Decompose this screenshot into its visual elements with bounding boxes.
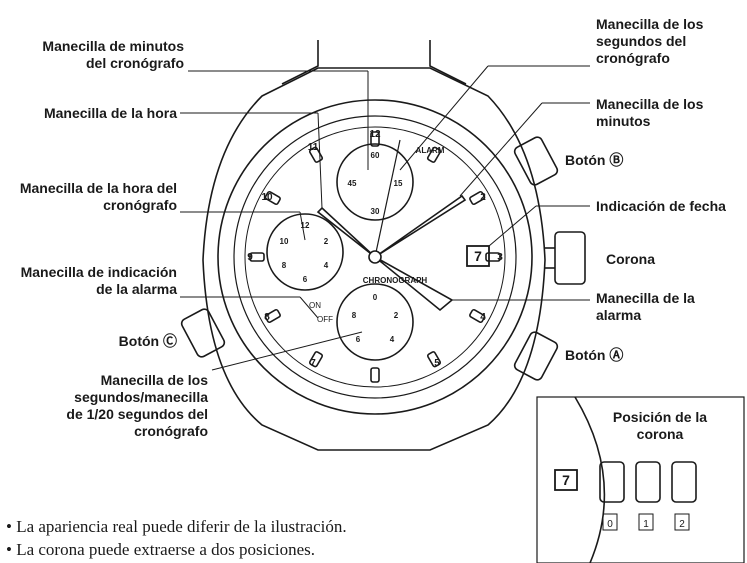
label-hour-hand: Manecilla de la hora (43, 105, 177, 121)
label-alarm-indicator-hand: Manecilla de indicación de la alarma (20, 264, 177, 297)
left-subdial-number: 6 (303, 275, 308, 284)
label-chrono-hour-hand: Manecilla de la hora del cronógrafo (19, 180, 177, 213)
top-subdial-number: 45 (348, 179, 357, 188)
dial-number: 11 (308, 142, 319, 153)
label-alarm-hand: Manecilla de la alarma (596, 290, 695, 323)
bottom-subdial-number: 6 (356, 335, 361, 344)
hour-hand-shape (316, 206, 376, 258)
off-label: OFF (317, 315, 333, 324)
label-button-b: Botón Ⓑ (565, 152, 624, 168)
hour-marker (426, 146, 442, 163)
inset-date-value: 7 (562, 472, 570, 488)
dial-number: 10 (261, 192, 273, 203)
label-date-indication: Indicación de fecha (596, 198, 726, 214)
dial-number: 7 (310, 358, 316, 369)
leader-chrono-second (211, 331, 363, 371)
top-subdial-number: 15 (394, 179, 403, 188)
bottom-subdial-number: 0 (373, 293, 378, 302)
note-appearance: • La apariencia real puede diferir de la… (6, 517, 347, 536)
subdial-top (336, 143, 414, 221)
crown-shape (554, 231, 586, 285)
dial-chrono-text: CHRONOGRAPH (363, 276, 428, 285)
label-button-c: Botón Ⓒ (118, 333, 177, 349)
hour-marker (264, 190, 281, 206)
dial-date-value: 7 (474, 248, 482, 264)
lug-top-right (429, 40, 467, 85)
button-b-shape (513, 136, 559, 186)
on-label: ON (309, 301, 321, 310)
dial-number: 8 (264, 312, 270, 323)
top-subdial-number: 60 (371, 151, 380, 160)
dial-alarm-text: ALARM (416, 146, 445, 155)
crown-pos-0 (599, 461, 625, 503)
lug-top-left (281, 40, 319, 85)
bezel-outer (217, 99, 533, 415)
label-chrono-seconds-top: Manecilla de los segundos del cronógrafo (596, 16, 704, 66)
hour-marker (370, 131, 380, 147)
inset-title: Posición de la corona (612, 409, 708, 442)
alarm-hand-shape (374, 256, 454, 312)
crown-position-number: 2 (679, 519, 685, 530)
bezel-inner (233, 115, 517, 399)
label-chrono-second-hand: Manecilla de los segundos/manecilla de 1… (66, 372, 208, 439)
dial-number: 12 (369, 129, 381, 140)
subdial-left (266, 213, 344, 291)
note-crown: • La corona puede extraerse a dos posici… (6, 540, 315, 559)
top-subdial-number: 30 (371, 207, 380, 216)
chrono-second-hand-shape (374, 139, 401, 258)
button-a-shape (513, 331, 559, 381)
inset-case-arc (574, 396, 606, 563)
inset-frame (536, 396, 745, 563)
crown-pos-2 (671, 461, 697, 503)
subdial-bottom (336, 283, 414, 361)
bottom-subdial-number: 2 (394, 311, 399, 320)
watch-case (202, 67, 546, 451)
hour-marker (264, 308, 281, 324)
hour-marker (485, 252, 501, 262)
crown-position-number: 1 (643, 519, 649, 530)
dial-number: 5 (434, 358, 440, 369)
minute-hand-shape (374, 194, 467, 258)
left-subdial-number: 2 (324, 237, 329, 246)
bottom-subdial-number: 8 (352, 311, 357, 320)
crown-pos-1 (635, 461, 661, 503)
left-subdial-number: 10 (280, 237, 289, 246)
hour-marker (426, 351, 442, 368)
label-chrono-minute-hand: Manecilla de minutos del cronógrafo (42, 38, 184, 71)
hour-marker (469, 308, 486, 324)
bottom-subdial-number: 4 (390, 335, 395, 344)
hour-marker (469, 190, 486, 206)
inset-date-window (554, 469, 578, 491)
label-crown: Corona (606, 251, 655, 267)
label-button-a: Botón Ⓐ (565, 347, 624, 363)
dial-number: 3 (497, 252, 503, 263)
date-window (466, 245, 490, 267)
dial-number: 2 (480, 192, 486, 203)
left-subdial-number: 12 (301, 221, 310, 230)
dial-number: 9 (247, 252, 253, 263)
dial-number: 4 (480, 312, 486, 323)
left-subdial-number: 8 (282, 261, 287, 270)
crown-position-number: 0 (607, 519, 613, 530)
label-minute-hand: Manecilla de los minutos (596, 96, 704, 129)
left-subdial-number: 4 (324, 261, 329, 270)
button-c-shape (180, 308, 226, 358)
dial-edge (244, 126, 506, 388)
hour-marker (370, 367, 380, 383)
hour-marker (249, 252, 265, 262)
hour-marker (308, 351, 324, 368)
